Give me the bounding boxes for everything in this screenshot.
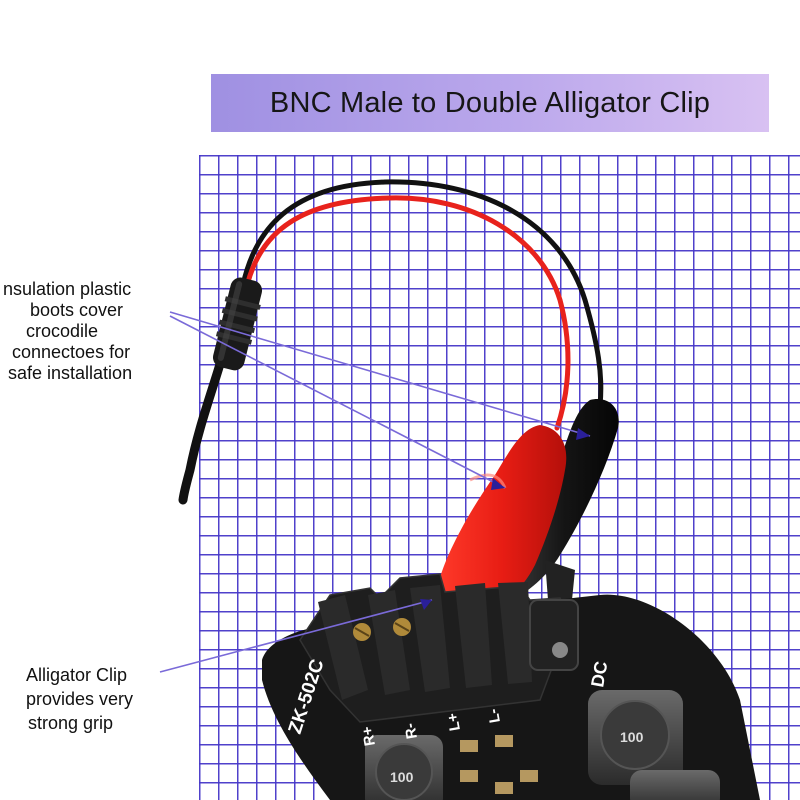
callout-grip-line-2: provides very — [26, 689, 134, 709]
pointer-to-black-boot — [169, 311, 591, 437]
pointer-to-red-boot — [169, 315, 506, 489]
callout-boots-line-1: nsulation plastic — [3, 279, 132, 299]
alligator-grip-callout: Alligator Clip provides very strong grip — [26, 663, 133, 735]
callout-boots-line-5: safe installation — [8, 363, 133, 383]
arrowheads — [420, 428, 590, 610]
inductor-label-left: 100 — [390, 769, 414, 785]
title-banner: BNC Male to Double Alligator Clip — [211, 74, 769, 132]
callout-boots-line-2: boots cover — [30, 300, 124, 320]
amplifier-board — [262, 573, 760, 800]
terminal-label-r-plus: R+ — [359, 725, 379, 747]
terminal-label-l-minus: L- — [485, 707, 504, 724]
bnc-cable — [178, 325, 235, 505]
callout-boots-line-3: crocodile — [26, 321, 99, 341]
callout-pointers — [159, 311, 591, 673]
terminal-label-r-minus: R- — [401, 722, 420, 741]
inductor-label-right: 100 — [620, 729, 644, 745]
red-wire — [245, 195, 571, 431]
banner-title: BNC Male to Double Alligator Clip — [269, 86, 711, 119]
terminal-label-l-plus: L+ — [444, 711, 464, 732]
callout-grip-line-1: Alligator Clip — [26, 665, 128, 685]
red-alligator-clip — [427, 425, 567, 613]
callout-boots-line-4: connectoes for — [12, 342, 131, 362]
terminal-labels: R+ R- L+ L- — [359, 707, 504, 747]
splitter-junction — [212, 277, 263, 371]
black-wire — [240, 179, 604, 408]
insulation-boots-callout: nsulation plastic boots cover crocodile … — [3, 279, 132, 384]
dc-label: DC — [587, 660, 611, 689]
pointer-to-clip-jaw — [159, 599, 433, 673]
callout-grip-line-3: strong grip — [28, 713, 114, 733]
